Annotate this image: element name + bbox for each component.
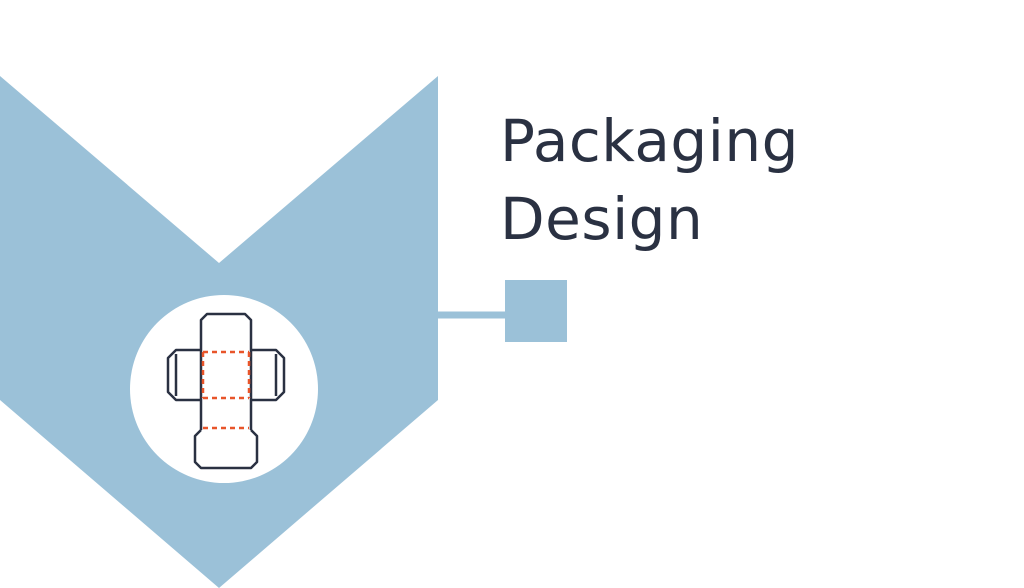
box-dieline-icon xyxy=(166,312,286,470)
title-line-1: Packaging xyxy=(500,107,799,175)
icon-circle xyxy=(130,295,318,483)
fold-lines xyxy=(201,350,251,430)
connector-square xyxy=(505,280,567,342)
title-line-2: Design xyxy=(500,185,704,253)
